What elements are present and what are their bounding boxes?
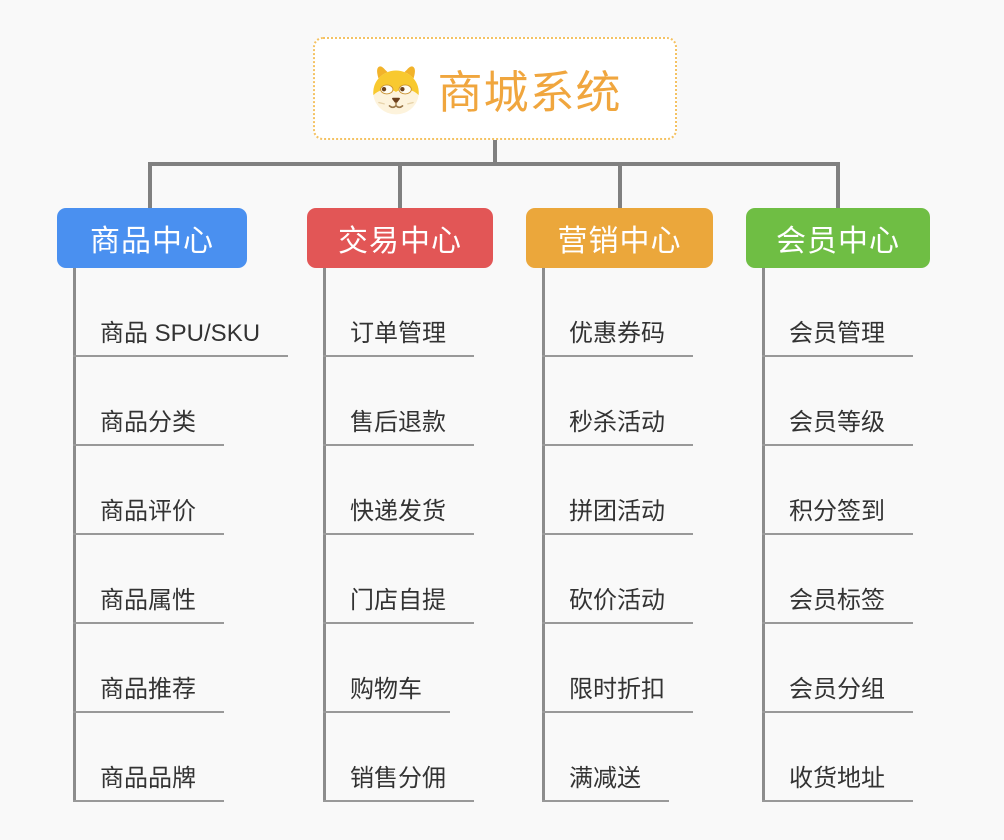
leaf-label: 限时折扣	[569, 676, 665, 703]
leaf-label: 购物车	[350, 676, 422, 703]
leaf-label: 会员标签	[789, 587, 885, 614]
leaf-node[interactable]: 门店自提	[323, 535, 474, 624]
branch-node-member-center[interactable]: 会员中心	[746, 208, 930, 268]
leaf-node[interactable]: 积分签到	[762, 446, 913, 535]
leaf-node[interactable]: 优惠券码	[542, 268, 693, 357]
branch-spine-line	[762, 268, 765, 802]
leaf-node[interactable]: 会员管理	[762, 268, 913, 357]
connector-rail	[148, 162, 840, 166]
leaf-label: 会员管理	[789, 320, 885, 347]
branch-spine-line	[323, 268, 326, 802]
leaf-node[interactable]: 商品推荐	[73, 624, 224, 713]
leaf-label: 订单管理	[350, 320, 446, 347]
leaf-label: 优惠券码	[569, 320, 665, 347]
leaf-node[interactable]: 销售分佣	[323, 713, 474, 802]
leaf-node[interactable]: 会员分组	[762, 624, 913, 713]
leaf-label: 商品品牌	[100, 765, 196, 792]
leaf-label: 会员等级	[789, 409, 885, 436]
leaf-label: 商品 SPU/SKU	[100, 320, 261, 347]
branch-label: 营销中心	[557, 225, 682, 258]
leaf-node[interactable]: 秒杀活动	[542, 357, 693, 446]
dog-face-icon	[373, 65, 420, 114]
leaf-node[interactable]: 商品品牌	[73, 713, 224, 802]
leaf-node[interactable]: 会员等级	[762, 357, 913, 446]
branch-spine-line	[73, 268, 76, 802]
leaf-node[interactable]: 商品评价	[73, 446, 224, 535]
connector-drop-product	[148, 162, 152, 208]
leaf-column-product: 商品 SPU/SKU 商品分类 商品评价 商品属性 商品推荐 商品品牌	[73, 268, 289, 802]
root-title: 商城系统	[437, 67, 622, 118]
leaf-node[interactable]: 订单管理	[323, 268, 474, 357]
branch-spine-line	[542, 268, 545, 802]
leaf-node[interactable]: 会员标签	[762, 535, 913, 624]
leaf-node[interactable]: 拼团活动	[542, 446, 693, 535]
connector-drop-trade	[398, 162, 402, 208]
leaf-node[interactable]: 限时折扣	[542, 624, 693, 713]
leaf-label: 商品评价	[100, 498, 196, 525]
leaf-node[interactable]: 商品属性	[73, 535, 224, 624]
leaf-label: 收货地址	[789, 765, 885, 792]
leaf-label: 商品分类	[100, 409, 196, 436]
leaf-node[interactable]: 商品分类	[73, 357, 224, 446]
branch-label: 商品中心	[90, 225, 214, 258]
leaf-label: 砍价活动	[569, 587, 665, 614]
leaf-label: 销售分佣	[350, 765, 446, 792]
leaf-node[interactable]: 收货地址	[762, 713, 913, 802]
branch-node-product-center[interactable]: 商品中心	[57, 208, 247, 268]
branch-label: 交易中心	[338, 225, 462, 258]
leaf-label: 满减送	[569, 765, 641, 792]
leaf-node[interactable]: 砍价活动	[542, 535, 693, 624]
leaf-node[interactable]: 快递发货	[323, 446, 474, 535]
leaf-node[interactable]: 购物车	[323, 624, 450, 713]
leaf-column-member: 会员管理 会员等级 积分签到 会员标签 会员分组 收货地址	[762, 268, 913, 802]
root-node[interactable]: 商城系统	[313, 37, 677, 140]
connector-drop-marketing	[618, 162, 622, 208]
leaf-label: 商品推荐	[100, 676, 196, 703]
leaf-label: 商品属性	[100, 587, 196, 614]
leaf-column-trade: 订单管理 售后退款 快递发货 门店自提 购物车 销售分佣	[323, 268, 474, 802]
leaf-node[interactable]: 商品 SPU/SKU	[73, 268, 289, 357]
leaf-node[interactable]: 满减送	[542, 713, 669, 802]
leaf-node[interactable]: 售后退款	[323, 357, 474, 446]
leaf-label: 门店自提	[350, 587, 446, 614]
leaf-column-marketing: 优惠券码 秒杀活动 拼团活动 砍价活动 限时折扣 满减送	[542, 268, 693, 802]
leaf-label: 会员分组	[789, 676, 885, 703]
leaf-label: 售后退款	[350, 409, 446, 436]
branch-label: 会员中心	[776, 225, 900, 258]
connector-drop-member	[836, 162, 840, 208]
leaf-label: 快递发货	[350, 498, 446, 525]
branch-node-trade-center[interactable]: 交易中心	[307, 208, 493, 268]
leaf-label: 秒杀活动	[569, 409, 665, 436]
leaf-label: 拼团活动	[569, 498, 665, 525]
leaf-label: 积分签到	[789, 498, 885, 525]
branch-node-marketing-center[interactable]: 营销中心	[526, 208, 713, 268]
connector-root-stem	[493, 140, 497, 164]
